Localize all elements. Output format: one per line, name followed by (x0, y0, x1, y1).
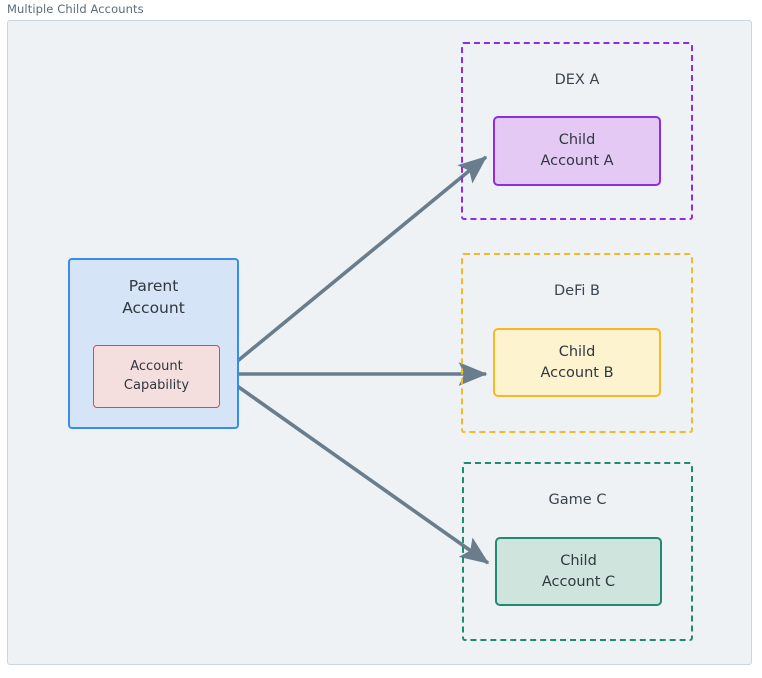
container-game-c-label: Game C (548, 492, 607, 508)
container-game-c[interactable]: Game C (462, 462, 693, 641)
node-account-capability-line1: Account (130, 359, 183, 375)
node-parent-account-line2: Account (122, 299, 185, 317)
node-account-capability[interactable]: Account Capability (93, 345, 220, 408)
node-child-account-a[interactable]: Child Account A (493, 116, 661, 186)
node-child-account-b[interactable]: Child Account B (493, 328, 661, 397)
node-account-capability-line2: Capability (123, 377, 190, 393)
container-defi-b-label: DeFi B (554, 283, 600, 299)
node-child-account-c[interactable]: Child Account C (495, 537, 662, 606)
node-child-account-b-line2: Account B (540, 364, 614, 381)
container-dex-a[interactable]: DEX A (461, 42, 693, 220)
node-child-account-a-line1: Child (558, 132, 596, 149)
node-child-account-c-line2: Account C (541, 573, 616, 590)
node-parent-account-line1: Parent (128, 277, 179, 295)
node-child-account-c-line1: Child (560, 552, 597, 569)
container-dex-a-label: DEX A (554, 72, 600, 88)
node-child-account-a-line2: Account A (540, 153, 614, 169)
node-child-account-b-line1: Child (558, 343, 596, 360)
subgraph-title: Multiple Child Accounts (7, 2, 144, 16)
container-defi-b[interactable]: DeFi B (461, 253, 693, 433)
